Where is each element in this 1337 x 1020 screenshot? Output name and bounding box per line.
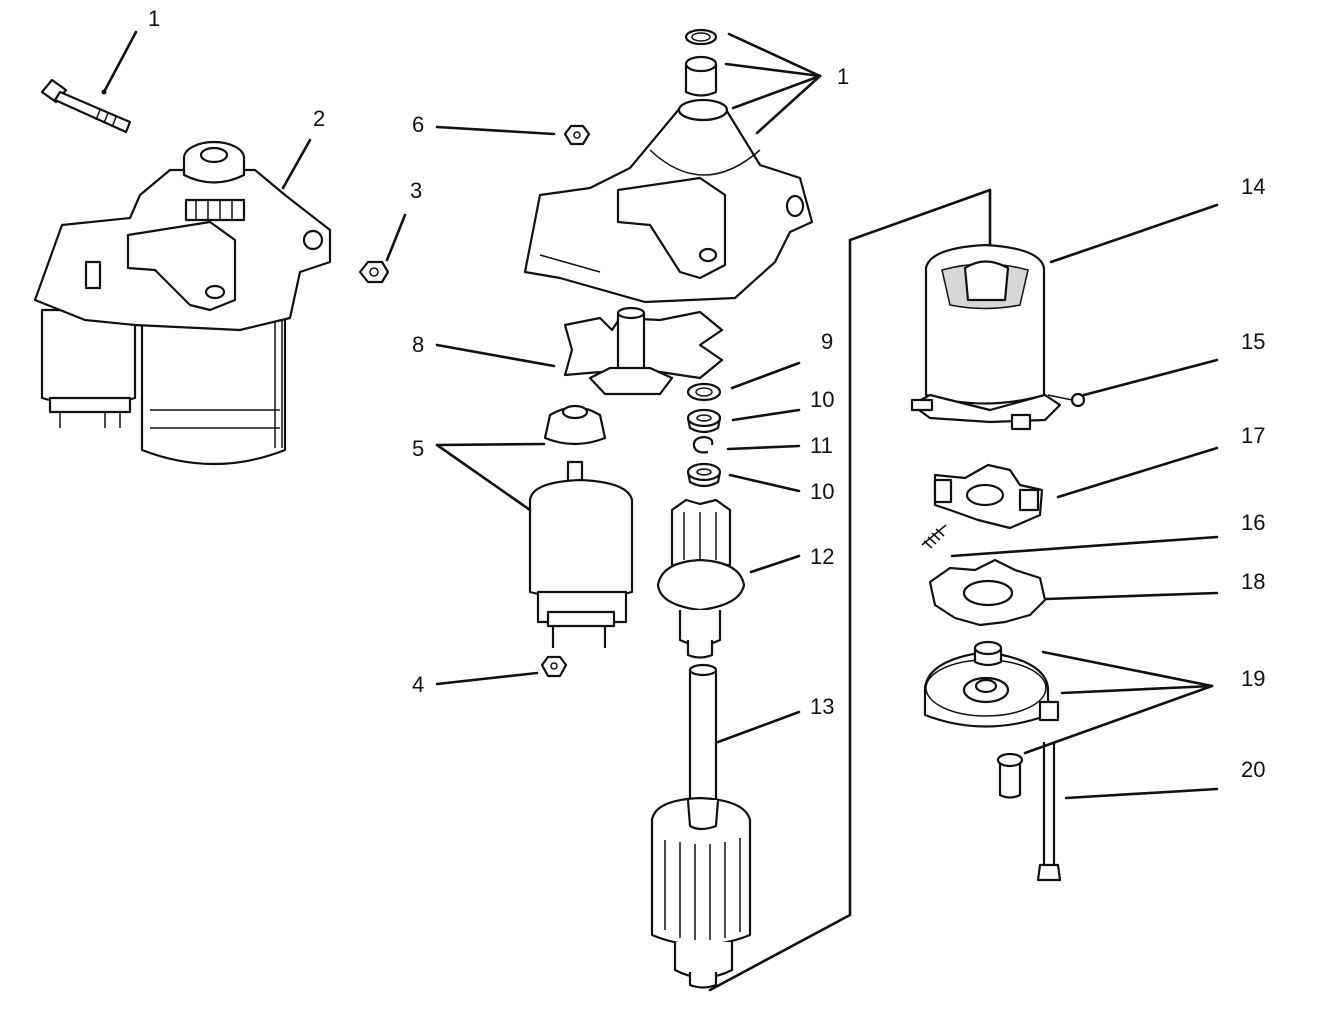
drive-end-housing bbox=[523, 28, 814, 304]
washer-part-9 bbox=[686, 382, 722, 402]
end-cap-part bbox=[923, 640, 1060, 728]
callout-4-nut: 4 bbox=[412, 672, 424, 697]
callout-14-frame: 14 bbox=[1241, 174, 1265, 199]
callout-17-brush-holder: 17 bbox=[1241, 423, 1265, 448]
callout-8-lever: 8 bbox=[412, 332, 424, 357]
callout-16-spring: 16 bbox=[1241, 510, 1265, 535]
solenoid-part bbox=[528, 460, 634, 648]
collar-part-10a bbox=[686, 408, 722, 434]
bushing-part bbox=[996, 752, 1024, 799]
callout-2-starter: 2 bbox=[313, 106, 325, 131]
pinion-drive-part bbox=[656, 498, 746, 659]
callout-13-armature: 13 bbox=[810, 694, 834, 719]
through-bolt-part bbox=[1036, 742, 1062, 882]
brush-spring-part bbox=[921, 524, 947, 549]
leader-lines bbox=[101, 30, 1219, 800]
snap-ring-part-11 bbox=[692, 435, 714, 454]
nut-part bbox=[358, 260, 390, 284]
callout-1-bolt: 1 bbox=[148, 6, 160, 31]
bolt-part bbox=[40, 78, 132, 134]
solenoid-cap-part bbox=[543, 404, 607, 446]
assembled-starter-motor bbox=[33, 140, 332, 466]
callout-10-collar-upper: 10 bbox=[810, 387, 834, 412]
nut-part-4 bbox=[540, 655, 568, 678]
callout-1-housing: 1 bbox=[837, 64, 849, 89]
callout-20-bolt: 20 bbox=[1241, 757, 1265, 782]
callout-6-nut: 6 bbox=[412, 112, 424, 137]
callout-15-terminal: 15 bbox=[1241, 329, 1265, 354]
collar-part-10b bbox=[686, 462, 722, 488]
shift-lever-part bbox=[563, 306, 724, 396]
callout-18-plate: 18 bbox=[1241, 569, 1265, 594]
field-frame-part bbox=[910, 243, 1086, 431]
nut-part-6 bbox=[563, 124, 591, 146]
callout-3-nut: 3 bbox=[410, 178, 422, 203]
callout-12-pinion: 12 bbox=[810, 544, 834, 569]
brush-plate-part bbox=[928, 558, 1047, 627]
callout-10-collar-lower: 10 bbox=[810, 479, 834, 504]
brush-holder-part bbox=[933, 463, 1044, 530]
armature-part bbox=[650, 663, 752, 989]
callout-5-solenoid: 5 bbox=[412, 436, 424, 461]
callout-11-snap-ring: 11 bbox=[810, 433, 833, 458]
callout-19-end-cap: 19 bbox=[1241, 666, 1265, 691]
callout-9-washer: 9 bbox=[821, 329, 833, 354]
